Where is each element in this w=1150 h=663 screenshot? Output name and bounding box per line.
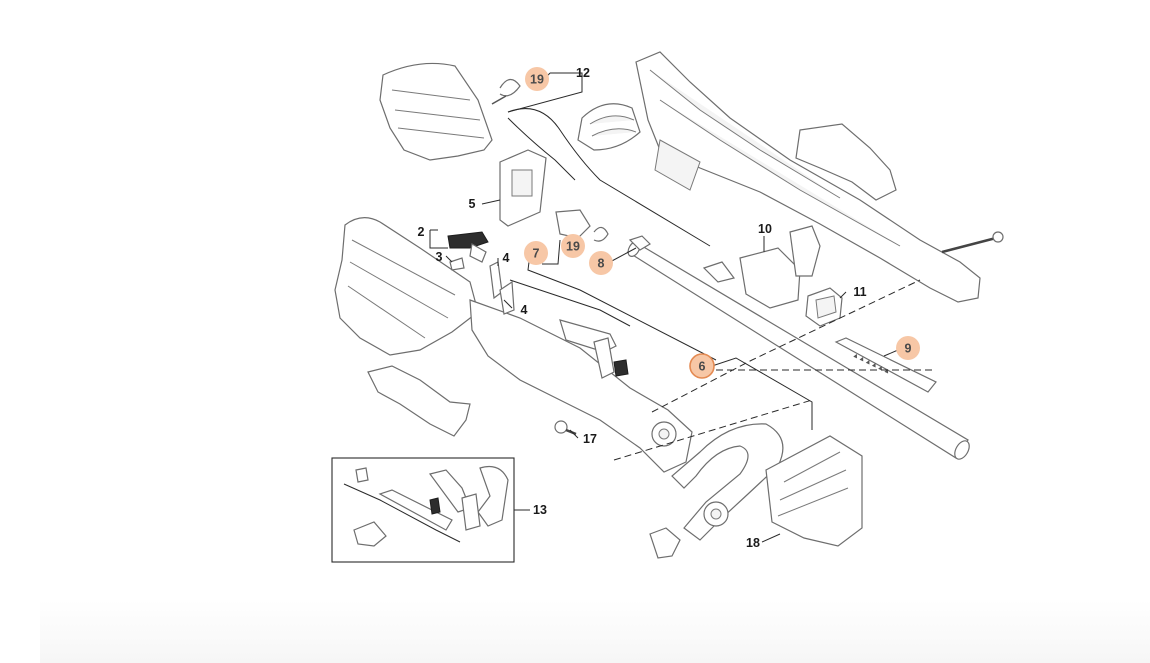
callout-12[interactable]: 12 xyxy=(576,66,590,80)
callout-3[interactable]: 3 xyxy=(436,250,443,264)
callout-badge xyxy=(589,251,613,275)
callout-7[interactable]: 7 xyxy=(524,241,548,265)
handle-bracket-part xyxy=(795,123,897,201)
callout-label: 3 xyxy=(436,250,443,264)
top-cover-part xyxy=(379,62,493,161)
callout-label: 5 xyxy=(469,197,476,211)
callout-5[interactable]: 5 xyxy=(469,197,476,211)
callout-label: 19 xyxy=(530,73,544,87)
callout-label: 6 xyxy=(699,360,706,374)
callout-badge xyxy=(524,241,548,265)
guard-part xyxy=(765,435,863,547)
callout-label: 19 xyxy=(566,240,580,254)
switch-plug-part xyxy=(555,209,609,242)
bottom-fade xyxy=(40,600,1150,663)
callout-label: 11 xyxy=(853,285,866,299)
callout-label: 2 xyxy=(418,225,425,239)
callout-label: 13 xyxy=(533,503,547,517)
callout-label: 4 xyxy=(521,303,528,317)
callout-9[interactable]: 9 xyxy=(896,336,920,360)
callout-label: 7 xyxy=(533,247,540,261)
left-housing-part xyxy=(334,217,479,356)
assembly-lines xyxy=(613,279,936,461)
inset-box-13 xyxy=(331,457,515,563)
callout-19-bottom[interactable]: 19 xyxy=(561,234,585,258)
callout-8[interactable]: 8 xyxy=(589,251,613,275)
screw-part xyxy=(554,420,577,436)
callout-19-top[interactable]: 19 xyxy=(525,67,549,91)
callout-label: 17 xyxy=(583,432,597,446)
callout-badge xyxy=(896,336,920,360)
callout-18[interactable]: 18 xyxy=(746,536,760,550)
bolt-part xyxy=(941,231,1004,254)
callout-label: 8 xyxy=(598,257,605,271)
main-housing-part xyxy=(469,299,693,473)
callout-label: 4 xyxy=(503,251,510,265)
cable-clip-part xyxy=(491,78,521,105)
ribbed-guard-part xyxy=(577,103,641,151)
callout-label: 18 xyxy=(746,536,760,550)
latch-parts xyxy=(447,231,515,315)
callout-label: 10 xyxy=(758,222,772,236)
loop-handle-part xyxy=(649,423,784,559)
callout-4-upper[interactable]: 4 xyxy=(503,251,510,265)
callout-13[interactable]: 13 xyxy=(533,503,547,517)
callout-label: 12 xyxy=(576,66,590,80)
callout-badge xyxy=(689,353,715,379)
callout-label: 9 xyxy=(905,342,912,356)
callout-11[interactable]: 11 xyxy=(853,285,866,299)
control-box-part xyxy=(499,149,547,227)
callout-6[interactable]: 6 xyxy=(689,353,715,379)
end-cap-part xyxy=(628,235,651,251)
trigger-linkage-part xyxy=(509,279,631,379)
throttle-housing-part xyxy=(702,225,821,309)
callout-badge xyxy=(561,234,585,258)
callout-4-lower[interactable]: 4 xyxy=(521,303,528,317)
callout-2[interactable]: 2 xyxy=(418,225,425,239)
clamp-ring-part xyxy=(805,287,843,327)
throttle-cable-part xyxy=(507,108,711,247)
callout-17[interactable]: 17 xyxy=(583,432,597,446)
top-right-frame-part xyxy=(635,51,981,303)
grip-shell-part xyxy=(367,365,471,437)
callout-badge xyxy=(525,67,549,91)
callout-10[interactable]: 10 xyxy=(758,222,772,236)
